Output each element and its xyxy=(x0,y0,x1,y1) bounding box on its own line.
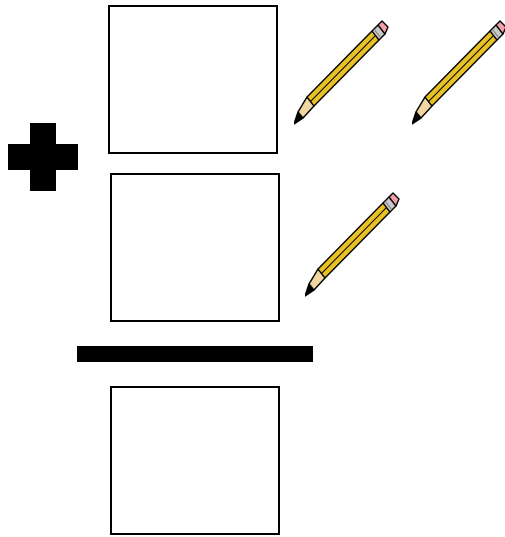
equals-bar xyxy=(77,346,313,362)
plus-icon xyxy=(8,123,78,191)
sum-answer-box[interactable] xyxy=(110,386,280,535)
pencil-icon xyxy=(305,192,401,300)
addend-2-box xyxy=(110,173,280,322)
pencil-icon xyxy=(294,20,390,128)
pencil-icon xyxy=(412,20,505,128)
addend-1-box xyxy=(108,5,278,154)
